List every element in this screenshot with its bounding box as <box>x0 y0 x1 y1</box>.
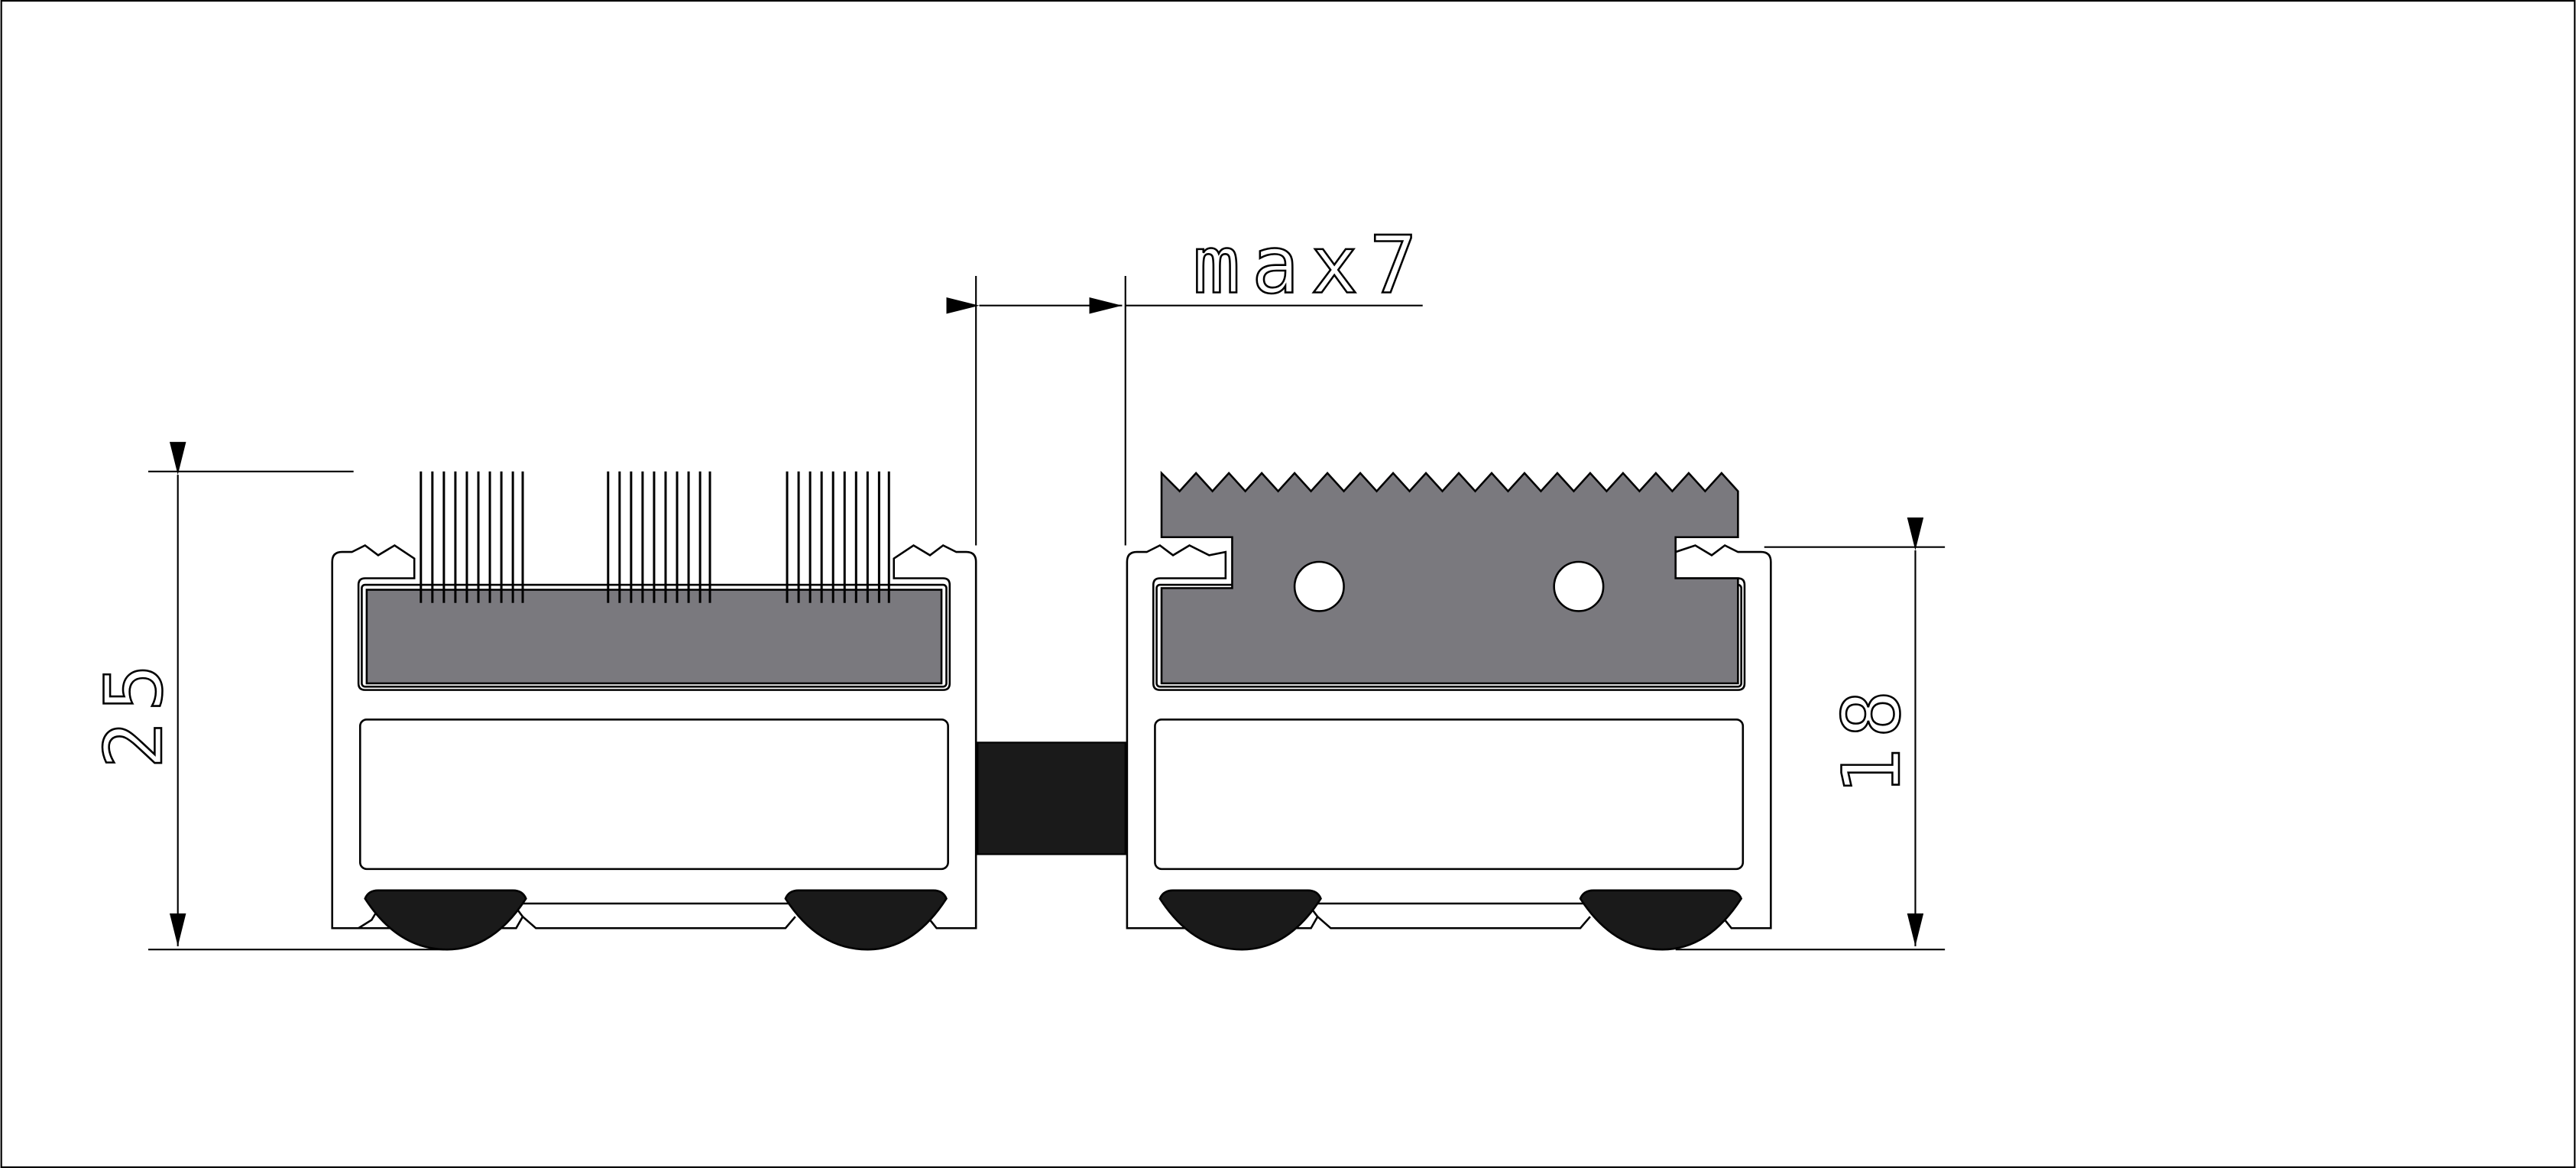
left-hollow-chamber <box>358 719 949 871</box>
left-rubber-feet <box>364 889 948 951</box>
rubber-foot <box>364 889 527 951</box>
brush-tuft-1 <box>420 471 524 603</box>
dimension-label-18: 18 <box>1826 680 1918 795</box>
dimension-height-left <box>148 442 444 951</box>
profile-connector <box>977 741 1126 855</box>
right-hollow-chamber <box>1154 719 1745 871</box>
drain-hole <box>1553 560 1605 612</box>
right-rubber-feet <box>1158 889 1743 951</box>
left-profile-outline <box>331 543 977 930</box>
brush-bristles <box>420 471 890 603</box>
brush-tuft-2 <box>607 471 711 603</box>
right-base-web <box>1317 916 1591 930</box>
scraper-insert <box>1160 470 1739 685</box>
dimension-label-25: 25 <box>89 654 180 769</box>
right-profile-outline <box>1126 543 1772 930</box>
left-brush-carrier <box>365 589 943 685</box>
left-base-web <box>522 916 796 930</box>
drain-hole <box>1293 560 1345 612</box>
rubber-foot <box>1158 889 1322 951</box>
rubber-foot <box>784 889 948 951</box>
dimension-height-right <box>1675 517 1946 951</box>
dimension-label-max7: max7 <box>1193 220 1429 312</box>
dimension-gap <box>946 276 1423 546</box>
brush-tuft-3 <box>786 471 890 603</box>
rubber-foot <box>1579 889 1743 951</box>
